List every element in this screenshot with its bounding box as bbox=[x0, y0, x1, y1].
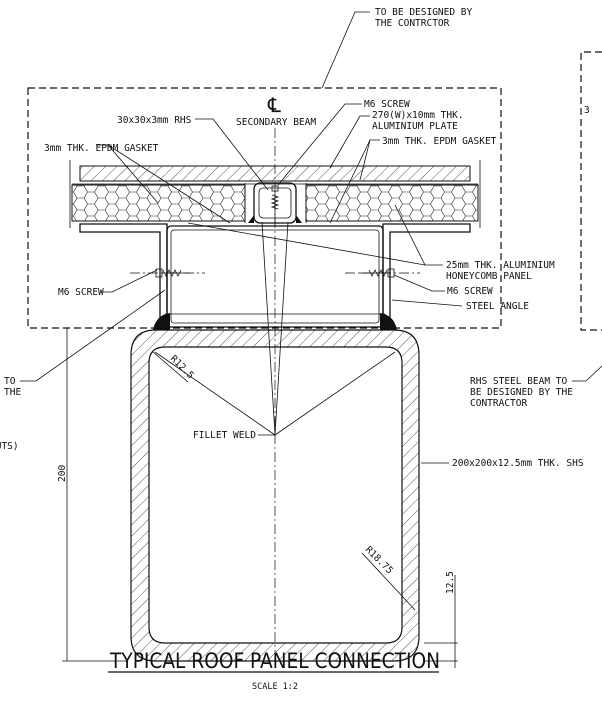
label-rhs-beam-1: RHS STEEL BEAM TO bbox=[470, 376, 568, 387]
leader-lines bbox=[20, 11, 602, 464]
label-secondary-beam: SECONDARY BEAM bbox=[236, 117, 316, 128]
label-left-cut-1: TO bbox=[4, 376, 16, 387]
label-m6-screw-top: M6 SCREW bbox=[364, 99, 410, 110]
label-rhs-beam-2: BE DESIGNED BY THE bbox=[470, 387, 573, 398]
drawing-title: TYPICAL ROOF PANEL CONNECTION bbox=[109, 649, 440, 673]
label-shs: 200x200x12.5mm THK. SHS bbox=[452, 458, 584, 469]
label-plate-2: ALUMINIUM PLATE bbox=[372, 121, 458, 132]
fillet-weld-right bbox=[380, 313, 397, 330]
dim-thickness: 12.5 bbox=[445, 571, 456, 594]
label-rhs-beam-3: CONTRACTOR bbox=[470, 398, 527, 409]
radius-inner-leader bbox=[152, 351, 189, 383]
aluminium-plate bbox=[79, 165, 471, 182]
label-m6-screw-left: M6 SCREW bbox=[58, 287, 104, 298]
label-honeycomb-2: HONEYCOMB PANEL bbox=[446, 271, 532, 282]
dimension-thickness-lines bbox=[424, 575, 458, 668]
right-partial-boundary bbox=[580, 51, 602, 331]
label-right-cut: 3 bbox=[584, 105, 590, 116]
label-plate-1: 270(W)x10mm THK. bbox=[372, 110, 464, 121]
m6-screw-right bbox=[345, 268, 420, 278]
dim-height: 200 bbox=[57, 465, 68, 482]
steel-box-inner bbox=[170, 229, 380, 324]
label-fillet-weld: FILLET WELD bbox=[193, 430, 256, 441]
honeycomb-panel-left bbox=[71, 184, 246, 222]
label-left-cut-2: THE bbox=[4, 387, 21, 398]
m6-screw-top bbox=[270, 185, 280, 225]
contractor-boundary bbox=[27, 87, 502, 329]
centerline-symbol: ℄ bbox=[267, 93, 281, 117]
label-left-cut-3: NUTS) bbox=[0, 441, 19, 452]
radius-outer-leader bbox=[361, 552, 416, 611]
label-steel-angle: STEEL ANGLE bbox=[466, 301, 529, 312]
steel-angle-left bbox=[79, 223, 168, 321]
drawing-scale: SCALE 1:2 bbox=[252, 682, 298, 692]
fillet-weld-secondary-beam bbox=[248, 215, 302, 223]
steel-box bbox=[166, 225, 384, 328]
label-rhs-small: 30x30x3mm RHS bbox=[117, 115, 192, 126]
label-contractor-2: THE CONTRCTOR bbox=[375, 18, 450, 29]
label-honeycomb-1: 25mm THK. ALUMINIUM bbox=[446, 260, 555, 271]
m6-screw-left bbox=[130, 268, 205, 278]
shs-section bbox=[130, 329, 420, 662]
dimension-height-lines bbox=[62, 328, 128, 662]
label-gasket-right: 3mm THK. EPDM GASKET bbox=[382, 136, 497, 147]
label-contractor-1: TO BE DESIGNED BY bbox=[375, 7, 473, 18]
label-gasket-left: 3mm THK. EPDM GASKET bbox=[44, 143, 159, 154]
label-m6-screw-right: M6 SCREW bbox=[447, 286, 493, 297]
honeycomb-panel-right bbox=[305, 184, 479, 222]
fillet-weld-left bbox=[153, 313, 170, 330]
